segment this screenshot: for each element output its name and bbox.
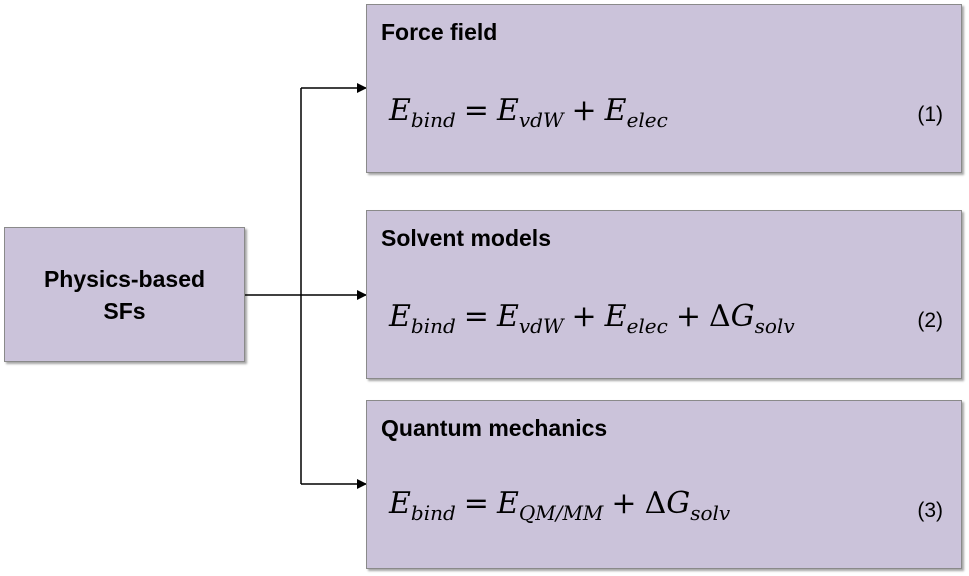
quantum-mechanics-box: Quantum mechanics Ebind=EQM/MM+ΔGsolv (3… bbox=[366, 400, 962, 569]
method-title: Solvent models bbox=[381, 225, 551, 251]
root-node-label: Physics-based SFs bbox=[44, 263, 205, 327]
equation-number: (1) bbox=[917, 103, 943, 126]
root-label-line-1: Physics-based bbox=[43, 265, 206, 292]
equation-1: Ebind=EvdW+Eelec bbox=[389, 93, 668, 132]
method-title: Quantum mechanics bbox=[381, 415, 608, 441]
solvent-models-box: Solvent models Ebind=EvdW+Eelec+ΔGsolv (… bbox=[366, 210, 962, 379]
equation-3: Ebind=EQM/MM+ΔGsolv bbox=[389, 486, 731, 525]
equation-number: (3) bbox=[917, 499, 943, 522]
equation-number: (2) bbox=[917, 309, 943, 332]
force-field-box: Force field Ebind=EvdW+Eelec (1) bbox=[366, 4, 962, 173]
root-label-line-2: SFs bbox=[103, 297, 146, 324]
root-node-box: Physics-based SFs bbox=[4, 227, 245, 362]
equation-2: Ebind=EvdW+Eelec+ΔGsolv bbox=[389, 299, 795, 338]
method-title: Force field bbox=[381, 19, 498, 45]
